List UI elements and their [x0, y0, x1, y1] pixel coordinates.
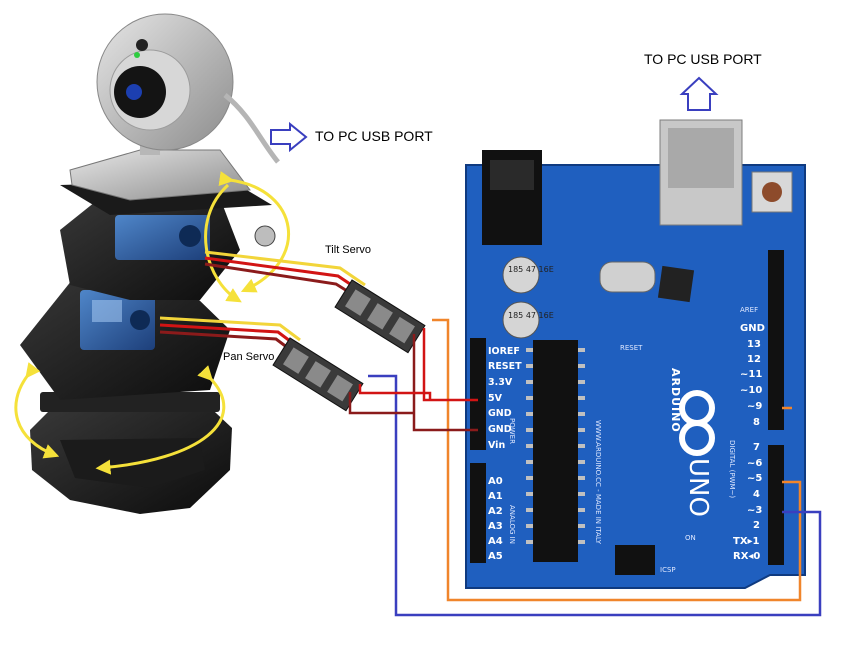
- pin-5v: 5V: [488, 393, 503, 404]
- digital-header-label: DIGITAL (PWM~): [728, 440, 736, 498]
- pin-vin: Vin: [488, 440, 505, 451]
- pin-2: 2: [753, 520, 760, 531]
- pan-rotation-arrow-left-icon: [14, 362, 60, 459]
- pin-11: ~11: [740, 369, 762, 380]
- pin-a1: A1: [488, 491, 503, 502]
- pan-power-wire: [358, 384, 432, 400]
- board-model: UNO: [683, 458, 713, 517]
- pin-tx1: TX▸1: [733, 536, 760, 547]
- pan-rotation-arrow-right-icon: [95, 365, 226, 475]
- svg-text:ICSP: ICSP: [660, 566, 676, 574]
- pin-a0: A0: [488, 476, 503, 487]
- pin-ioref: IOREF: [488, 346, 520, 357]
- pan-servo-connector-icon: [272, 337, 364, 412]
- tilt-power-wire: [422, 328, 478, 402]
- webcam-icon: [69, 13, 280, 201]
- svg-text:ON: ON: [685, 534, 696, 542]
- usb-arrow-up-icon: [679, 76, 719, 111]
- pin-3v3: 3.3V: [488, 377, 513, 388]
- pan-servo-label: Pan Servo: [223, 351, 274, 363]
- arduino-uno-board: 185 47 16E 185 47 16E ICSP ARDUINO UNO W…: [465, 119, 806, 589]
- analog-header-label: ANALOG IN: [508, 505, 516, 544]
- pin-gnd-2: GND: [488, 424, 512, 435]
- capacitor-1: 185 47 16E: [502, 256, 554, 294]
- pin-13: 13: [747, 339, 761, 350]
- pan-tilt-assembly: [14, 13, 291, 514]
- pin-reset: RESET: [488, 361, 522, 372]
- pin-9: ~9: [747, 401, 762, 412]
- arduino-wires: [348, 318, 822, 617]
- tilt-ground-wire: [412, 334, 478, 432]
- pin-a3: A3: [488, 521, 503, 532]
- tilt-servo-motor-icon: [115, 215, 276, 260]
- pan-signal-wire: [368, 374, 822, 617]
- pin-gnd-digital: GND: [740, 323, 765, 334]
- pin-rx0: RX◂0: [733, 551, 760, 562]
- svg-text:185 47 16E: 185 47 16E: [508, 311, 554, 320]
- pin-7: 7: [753, 442, 760, 453]
- board-brand: ARDUINO: [669, 368, 682, 433]
- usb-webcam-label: TO PC USB PORT: [315, 128, 433, 144]
- tilt-servo-connector-icon: [334, 279, 426, 354]
- usb-arrow-right-icon: [270, 121, 308, 153]
- pin-8: 8: [753, 417, 760, 428]
- tilt-signal-wire: [432, 318, 802, 602]
- svg-text:RESET: RESET: [620, 344, 643, 352]
- pin-6: ~6: [747, 458, 762, 469]
- power-header-label: POWER: [508, 418, 516, 444]
- arduino-logo-icon: [679, 390, 715, 456]
- pin-gnd-1: GND: [488, 408, 512, 419]
- pan-ground-wire: [348, 392, 414, 415]
- pin-4: 4: [753, 489, 760, 500]
- pin-a5: A5: [488, 551, 503, 562]
- usb-top-label: TO PC USB PORT: [644, 51, 762, 67]
- pan-servo-motor-icon: [80, 290, 155, 350]
- tilt-rotation-arrow-icon: [218, 171, 291, 293]
- pin-3: ~3: [747, 505, 762, 516]
- pin-a2: A2: [488, 506, 503, 517]
- pin-a4: A4: [488, 536, 503, 547]
- tilt-servo-label: Tilt Servo: [325, 244, 371, 256]
- capacitor-2: 185 47 16E: [502, 301, 554, 339]
- board-web: WWW.ARDUINO.CC - MADE IN ITALY: [594, 420, 602, 545]
- svg-text:185 47 16E: 185 47 16E: [508, 265, 554, 274]
- tilt-rotation-arrow-2-icon: [204, 183, 242, 303]
- pin-5: ~5: [747, 473, 762, 484]
- atmega-chip: [533, 340, 578, 562]
- pin-10: ~10: [740, 385, 762, 396]
- svg-text:AREF: AREF: [740, 306, 758, 314]
- pin-12: 12: [747, 354, 761, 365]
